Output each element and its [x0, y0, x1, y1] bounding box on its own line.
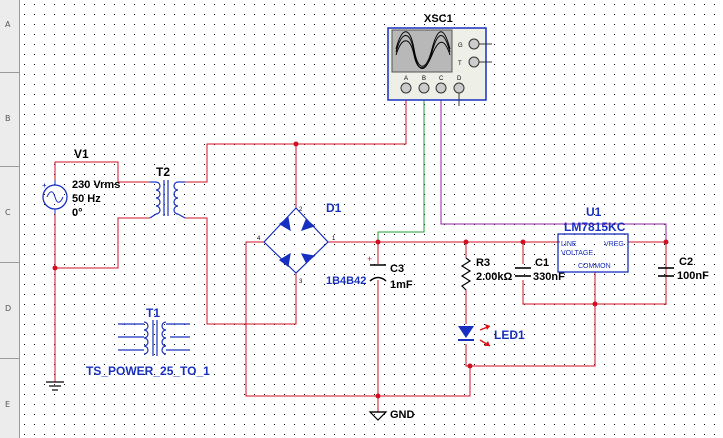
c1-ref-label: C1	[535, 257, 549, 269]
c2-ref-label: C2	[679, 256, 693, 268]
wire-green[interactable]	[377, 96, 425, 242]
t1-ref-label: T1	[146, 306, 160, 320]
u1-pin-line: LINE	[561, 241, 577, 248]
wire[interactable]	[470, 304, 596, 367]
wire[interactable]	[185, 217, 297, 325]
ruler-tick	[0, 166, 19, 167]
d1-ref-label: D1	[326, 201, 342, 215]
r3-value: 2.00kΩ	[476, 271, 513, 283]
r3-ref-label: R3	[476, 257, 490, 269]
grid	[20, 0, 723, 438]
ruler-label-b: B	[5, 114, 11, 123]
led-led1[interactable]	[458, 324, 491, 347]
wire[interactable]	[296, 96, 407, 145]
wire[interactable]	[54, 210, 150, 269]
junctions	[52, 141, 669, 399]
t1-part-label: TS_POWER_25_TO_1	[86, 364, 210, 378]
svg-text:+: +	[42, 181, 47, 190]
transformer-t2[interactable]	[149, 180, 186, 219]
ruler-tick	[0, 72, 19, 73]
ruler-label-a: A	[5, 20, 11, 29]
d1-pin-1: 1	[332, 236, 336, 242]
ac-source-v1[interactable]: +	[42, 180, 68, 214]
u1-ref-label: U1	[586, 205, 602, 219]
capacitor-c2[interactable]	[658, 267, 674, 277]
wire[interactable]	[245, 241, 471, 397]
c2-value: 100nF	[677, 270, 709, 282]
waveform-icon	[395, 35, 451, 69]
u1-pin-vreg: VREG	[604, 241, 624, 248]
svg-text:+: +	[367, 254, 372, 264]
v1-ref-label: V1	[74, 147, 89, 161]
oscilloscope-xsc1[interactable]	[387, 27, 492, 106]
scope-channel-c: C	[439, 76, 444, 82]
d1-pin-3: 3	[299, 279, 303, 285]
vertical-ruler: A B C D E	[0, 0, 20, 438]
v1-voltage: 230 Vrms	[72, 179, 120, 191]
ground-icon	[368, 411, 388, 421]
v1-phase: 0°	[72, 207, 83, 219]
ruler-tick	[0, 262, 19, 263]
c3-ref-label: C3	[390, 263, 404, 275]
v1-frequency: 50 Hz	[72, 193, 101, 205]
scope-trig-g: G	[458, 43, 463, 49]
scope-channel-b: B	[422, 76, 426, 82]
wire-purple[interactable]	[440, 96, 667, 242]
ruler-label-c: C	[5, 208, 11, 217]
ruler-label-d: D	[5, 304, 12, 313]
wire[interactable]	[54, 161, 150, 185]
t2-ref-label: T2	[156, 165, 170, 179]
bridge-rectifier-d1[interactable]	[263, 207, 329, 274]
scope-ref-label: XSC1	[424, 13, 453, 25]
c1-value: 330nF	[533, 271, 565, 283]
wire[interactable]	[185, 143, 297, 208]
gnd-label: GND	[390, 409, 415, 421]
d1-pin-2: 2	[299, 207, 303, 213]
scope-channel-a: A	[404, 76, 408, 82]
transformer-t1[interactable]	[118, 320, 190, 356]
capacitor-c1[interactable]	[515, 267, 531, 277]
wire[interactable]	[522, 280, 666, 305]
scope-channel-d: D	[457, 76, 462, 82]
ruler-label-e: E	[5, 400, 11, 409]
u1-part-label: LM7815KC	[564, 220, 626, 234]
resistor-r3[interactable]	[460, 257, 472, 291]
ruler-tick	[0, 358, 19, 359]
d1-part-label: 1B4B42	[326, 275, 366, 287]
scope-trig-t: T	[458, 61, 462, 67]
ground-icon	[46, 381, 64, 391]
u1-pin-common: COMMON	[578, 263, 611, 270]
led1-ref-label: LED1	[494, 328, 525, 342]
c3-value: 1mF	[390, 279, 413, 291]
regulator-u1[interactable]	[557, 233, 629, 273]
capacitor-c3[interactable]: +	[367, 254, 387, 282]
d1-pin-4: 4	[257, 236, 261, 242]
u1-pin-voltage: VOLTAGE	[561, 250, 593, 257]
